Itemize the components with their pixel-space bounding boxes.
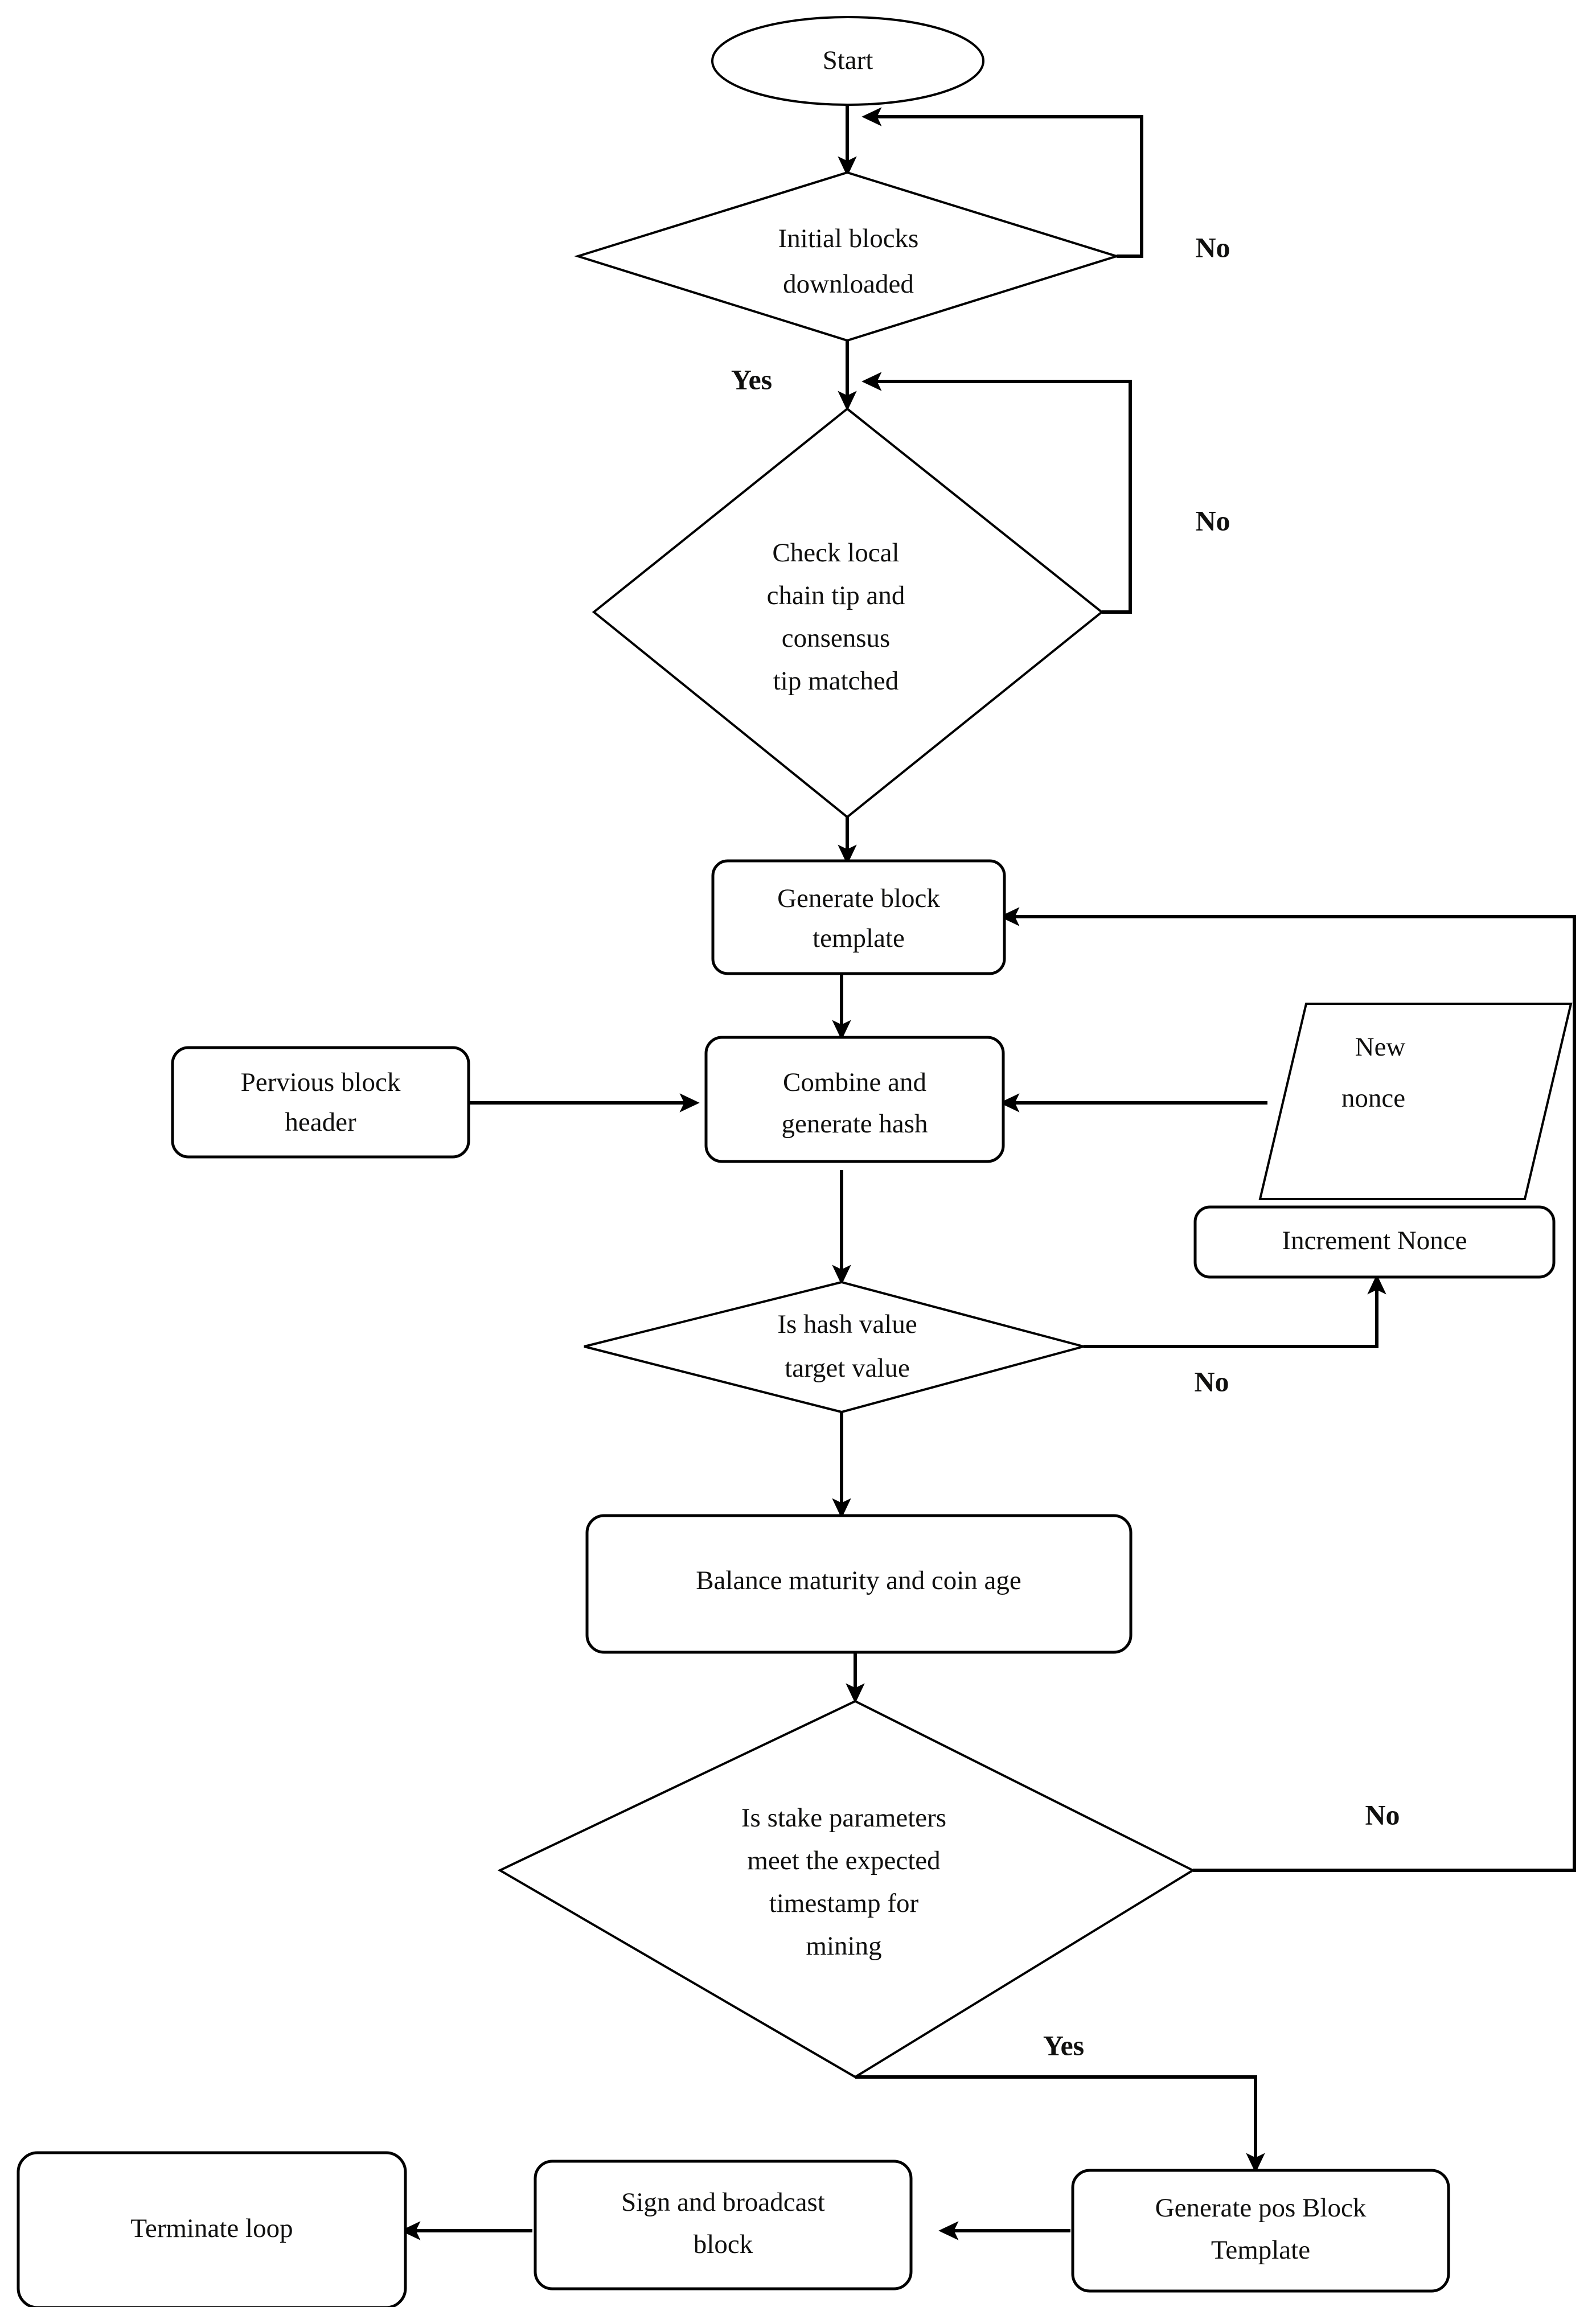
node-stake-label-3: mining	[806, 1931, 881, 1961]
edge-tipmatch-no-loop	[861, 372, 1132, 614]
node-increment-nonce[interactable]: Increment Nonce	[1193, 1205, 1556, 1279]
node-is-stake-parameters[interactable]: Is stake parameters meet the expected ti…	[497, 1700, 1196, 2079]
node-terminate-label-0: Terminate loop	[130, 2214, 293, 2243]
node-stake-label-1: meet the expected	[747, 1846, 940, 1875]
node-posTemplate-label-0: Generate pos Block	[1155, 2193, 1367, 2223]
edge-label-stake-yes: Yes	[1043, 2029, 1084, 2061]
node-newnonce-label-1: nonce	[1341, 1083, 1405, 1113]
node-gentemplate-label-1: template	[813, 923, 905, 953]
edge-label-ibd-no: No	[1195, 231, 1230, 263]
node-balance-maturity-coin-age[interactable]: Balance maturity and coin age	[585, 1514, 1133, 1654]
node-newnonce-label-0: New	[1355, 1032, 1406, 1062]
node-terminate-loop[interactable]: Terminate loop	[17, 2151, 407, 2307]
node-tipmatch-label-2: consensus	[782, 623, 891, 653]
node-gentemplate-label-0: Generate block	[777, 884, 940, 913]
node-balance-label-0: Balance maturity and coin age	[696, 1566, 1021, 1595]
edge-label-ibd-yes: Yes	[731, 363, 772, 395]
node-ibd-label-1: downloaded	[783, 269, 914, 299]
node-hashtarget-label-0: Is hash value	[777, 1310, 917, 1339]
edge-ibd-no-loop	[861, 107, 1143, 258]
node-prevheader-label-1: header	[285, 1107, 356, 1137]
edge-label-tipmatch-no: No	[1195, 504, 1230, 536]
node-generate-block-template[interactable]: Generate block template	[711, 859, 1006, 975]
node-increment-label-0: Increment Nonce	[1282, 1226, 1467, 1255]
node-is-hash-value-target-value[interactable]: Is hash value target value	[584, 1280, 1088, 1414]
node-sign-and-broadcast-block[interactable]: Sign and broadcast block	[534, 2160, 913, 2290]
node-start[interactable]: Start	[711, 16, 984, 106]
node-tipmatch-label-1: chain tip and	[767, 581, 905, 610]
node-ibd-label-0: Initial blocks	[778, 224, 919, 253]
node-prevheader-label-0: Pervious block	[241, 1068, 401, 1097]
node-generate-pos-block-template[interactable]: Generate pos Block Template	[1071, 2169, 1450, 2293]
node-stake-label-2: timestamp for	[769, 1889, 919, 1918]
node-check-tip-matched[interactable]: Check local chain tip and consensus tip …	[592, 407, 1104, 819]
node-sign-label-1: block	[694, 2230, 753, 2259]
node-pervious-block-header[interactable]: Pervious block header	[171, 1046, 470, 1159]
edge-label-hash-no: No	[1194, 1365, 1229, 1397]
node-hashtarget-label-1: target value	[785, 1353, 910, 1383]
node-combine-generate-hash[interactable]: Combine and generate hash	[704, 1036, 1005, 1163]
edge-label-stake-no: No	[1365, 1799, 1400, 1830]
node-tipmatch-label-3: tip matched	[773, 666, 899, 696]
node-sign-label-0: Sign and broadcast	[621, 2187, 825, 2217]
edge-stake-yes-to-posTemplate	[855, 2075, 1265, 2173]
node-initial-blocks-downloaded[interactable]: Initial blocks downloaded	[574, 171, 1121, 342]
node-combine-label-0: Combine and	[783, 1068, 926, 1097]
edge-hashtarget-no-to-increment	[1084, 1274, 1386, 1348]
node-start-label-0: Start	[823, 46, 873, 75]
node-posTemplate-label-1: Template	[1211, 2235, 1310, 2265]
node-tipmatch-label-0: Check local	[772, 538, 899, 568]
edge-stake-no-loop	[999, 907, 1576, 1872]
node-new-nonce[interactable]: New nonce	[1258, 1003, 1573, 1200]
node-combine-label-1: generate hash	[781, 1109, 928, 1139]
node-stake-label-0: Is stake parameters	[741, 1803, 946, 1833]
